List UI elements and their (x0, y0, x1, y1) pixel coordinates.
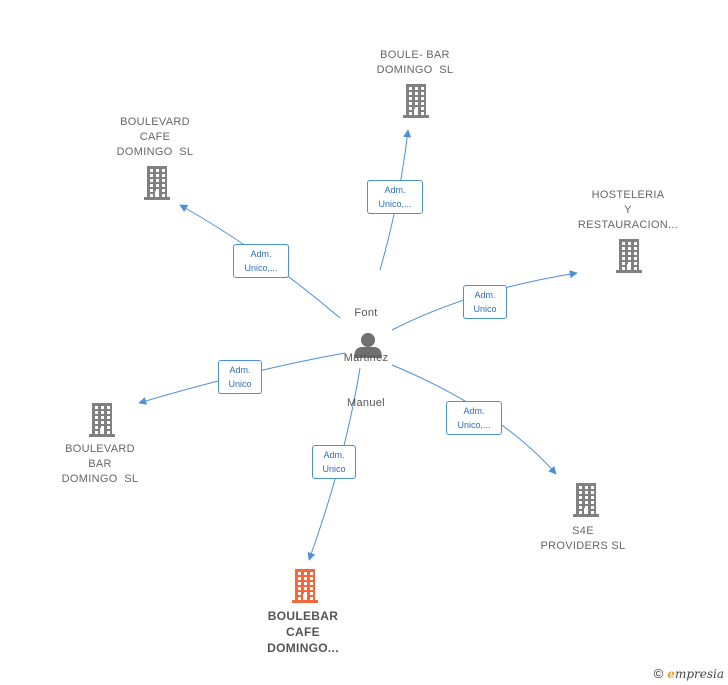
buildings-layer (89, 84, 642, 603)
relation-badge-boule-bar[interactable]: Adm. Unico,... (367, 180, 423, 214)
company-label-boule-bar[interactable]: BOULE- BAR DOMINGO SL (376, 49, 454, 76)
company-label-boulevard-bar[interactable]: BOULEVARD BAR DOMINGO SL (61, 443, 139, 485)
building-icon-s4e[interactable] (573, 483, 599, 517)
person-icon[interactable] (354, 333, 382, 358)
relation-badge-s4e[interactable]: Adm. Unico,... (446, 401, 502, 435)
building-icon-boulebar-cafe[interactable] (292, 569, 318, 603)
company-label-s4e[interactable]: S4E PROVIDERS SL (540, 525, 626, 552)
person-name[interactable]: Font Martinez Manuel (343, 307, 389, 409)
footer-brand: ©empresia (654, 666, 724, 681)
relation-badge-boulebar-cafe[interactable]: Adm. Unico (312, 445, 356, 479)
company-label-hosteleria[interactable]: HOSTELERIA Y RESTAURACION... (577, 189, 679, 231)
brand-logo: empresia (667, 667, 724, 681)
company-label-boulebar-cafe[interactable]: BOULEBAR CAFE DOMINGO... (267, 609, 339, 655)
building-icon-boulevard-bar[interactable] (89, 403, 115, 437)
company-label-boulevard-cafe[interactable]: BOULEVARD CAFE DOMINGO SL (116, 116, 194, 158)
building-icon-hosteleria[interactable] (616, 239, 642, 273)
relation-badge-boulevard-cafe[interactable]: Adm. Unico,... (233, 244, 289, 278)
building-icon-boulevard-cafe[interactable] (144, 166, 170, 200)
building-icon-boule-bar[interactable] (403, 84, 429, 118)
copyright-icon: © (653, 666, 664, 681)
relation-badge-boulevard-bar[interactable]: Adm. Unico (218, 360, 262, 394)
relation-badge-hosteleria[interactable]: Adm. Unico (463, 285, 507, 319)
